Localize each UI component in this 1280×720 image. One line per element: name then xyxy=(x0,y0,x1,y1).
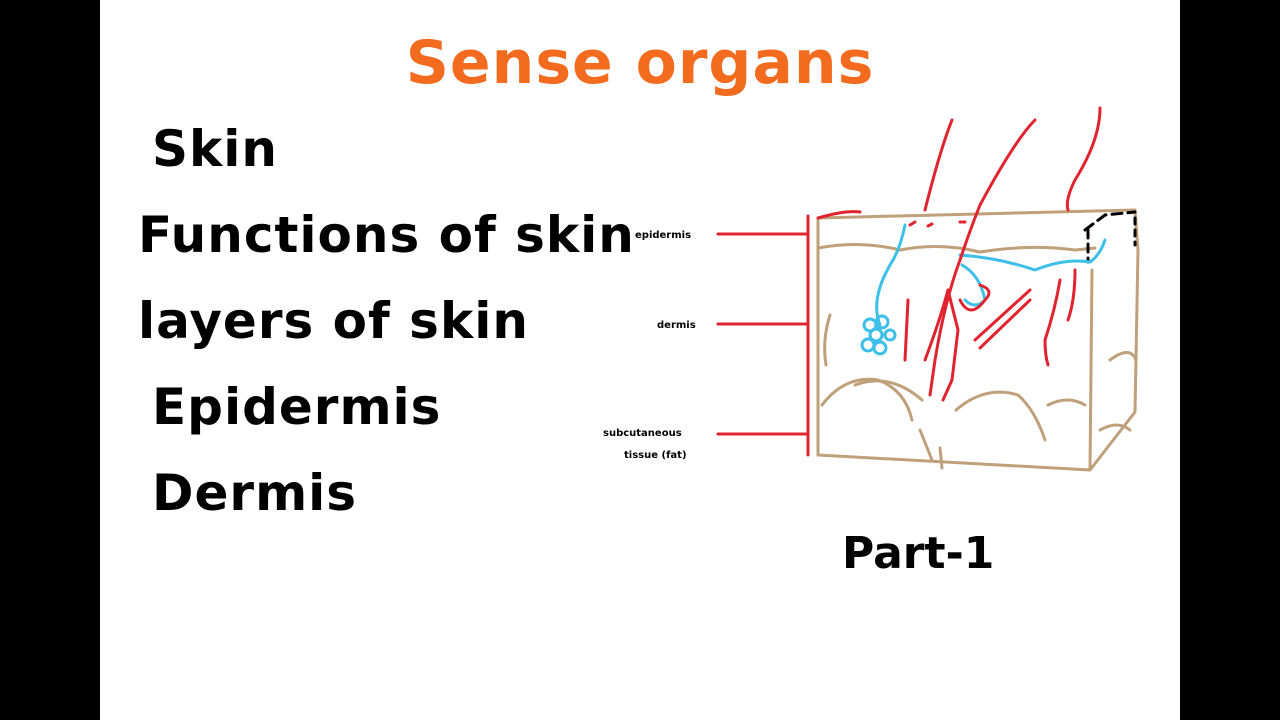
skin-block-outline xyxy=(816,208,1140,472)
layer-labels: epidermis dermis subcutaneous tissue (fa… xyxy=(603,230,696,461)
topic-functions-of-skin: Functions of skin xyxy=(138,206,635,264)
label-pointers xyxy=(716,214,810,457)
topic-dermis: Dermis xyxy=(152,464,358,522)
label-dermis: dermis xyxy=(657,320,696,331)
hairs-and-nerves-red xyxy=(816,106,1102,402)
topic-skin: Skin xyxy=(152,120,278,178)
left-letterbox-bar xyxy=(0,0,100,720)
label-epidermis: epidermis xyxy=(635,230,691,241)
corner-detail xyxy=(1083,210,1137,264)
slide-title: Sense organs xyxy=(405,28,875,98)
label-subcutaneous-fat: tissue (fat) xyxy=(624,450,687,461)
blood-vessels-blue xyxy=(860,223,1107,356)
label-subcutaneous: subcutaneous xyxy=(603,428,682,439)
slide-canvas: Sense organs Skin Functions of skin laye… xyxy=(100,0,1180,720)
right-letterbox-bar xyxy=(1180,0,1280,720)
topic-layers-of-skin: layers of skin xyxy=(138,292,529,350)
skin-layers-diagram: epidermis dermis subcutaneous tissue (fa… xyxy=(603,106,1140,472)
part-number: Part-1 xyxy=(842,528,995,579)
topic-epidermis: Epidermis xyxy=(152,378,442,436)
